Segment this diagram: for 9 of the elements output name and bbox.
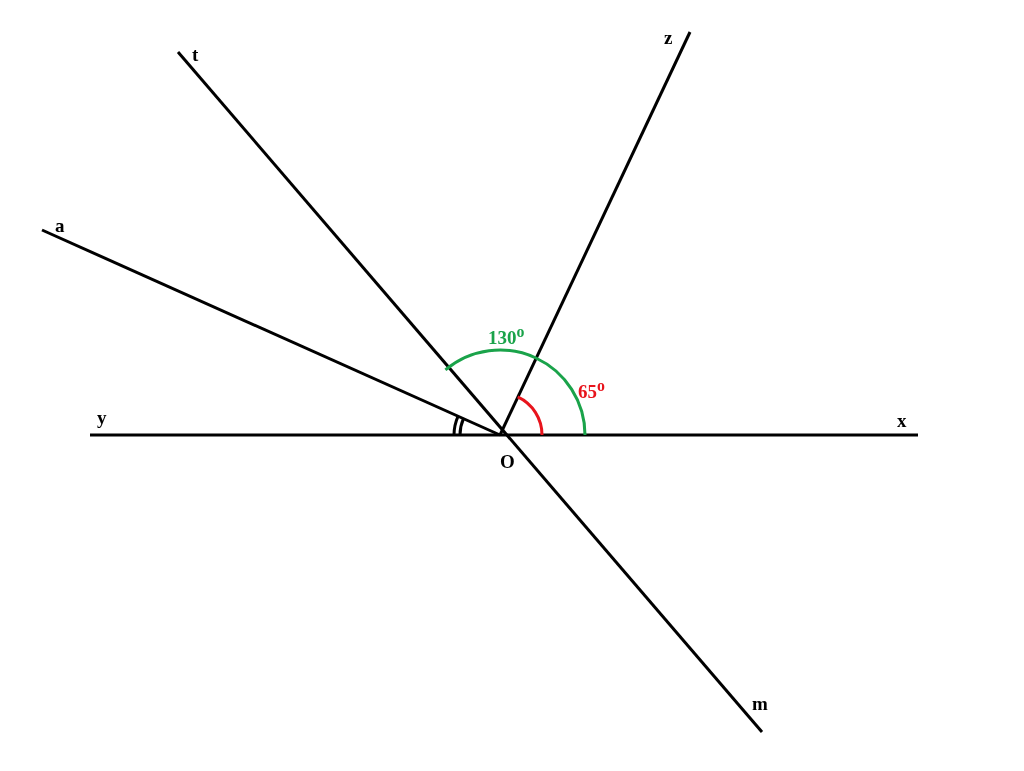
angle-measure: 65$^{o}$ bbox=[578, 378, 605, 402]
ray-label: t bbox=[192, 45, 199, 64]
angle-measure: 130$^{o}$ bbox=[488, 324, 525, 348]
ray-label: a bbox=[55, 216, 65, 235]
ray-label: x bbox=[897, 411, 907, 430]
ray-label: m bbox=[752, 694, 768, 713]
point-label: O bbox=[500, 452, 515, 471]
ray-label: y bbox=[97, 408, 107, 427]
ray-label: z bbox=[664, 28, 673, 47]
